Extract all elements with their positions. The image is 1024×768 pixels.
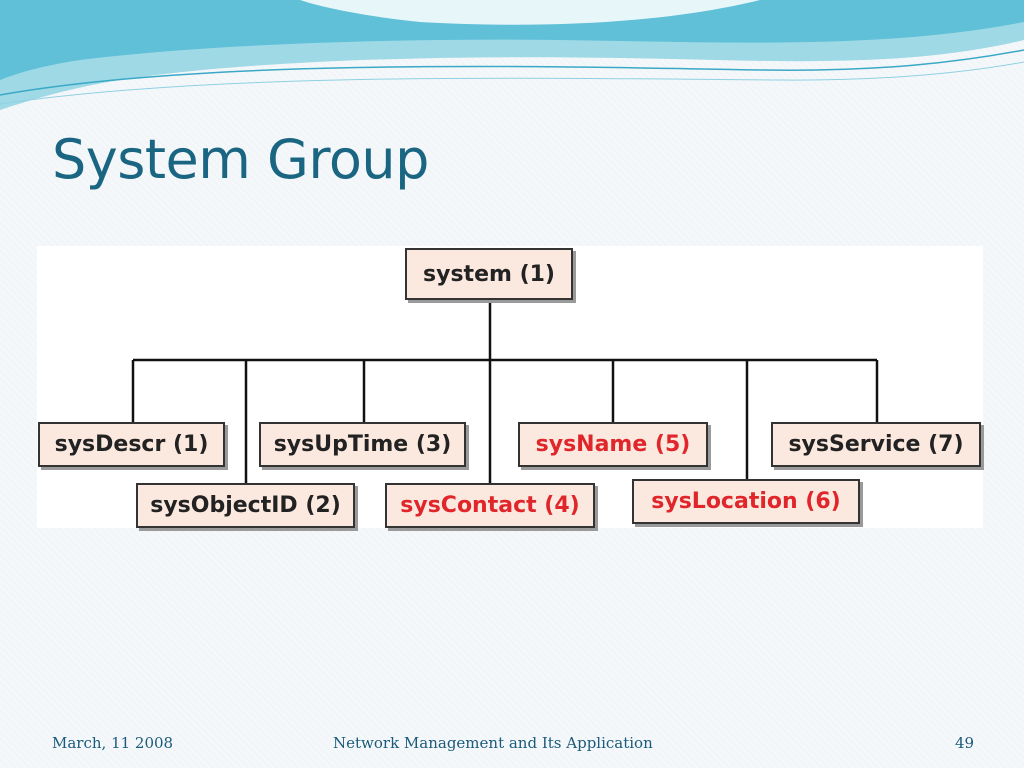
node-syscontact: sysContact (4) <box>385 483 595 528</box>
oid-tree-diagram: system (1) sysDescr (1) sysUpTime (3) sy… <box>37 246 983 528</box>
node-sysuptime: sysUpTime (3) <box>259 422 466 467</box>
node-sysservice: sysService (7) <box>771 422 981 467</box>
footer-title: Network Management and Its Application <box>333 734 653 752</box>
header-wave-decoration <box>0 0 1024 110</box>
node-sysobjectid: sysObjectID (2) <box>136 483 355 528</box>
node-sysname: sysName (5) <box>518 422 708 467</box>
slide-title: System Group <box>52 128 429 191</box>
footer-date: March, 11 2008 <box>52 734 174 752</box>
page-number: 49 <box>955 734 975 752</box>
tree-connectors <box>131 300 879 484</box>
node-system: system (1) <box>405 248 573 300</box>
node-syslocation: sysLocation (6) <box>632 479 860 524</box>
node-sysdescr: sysDescr (1) <box>38 422 225 467</box>
